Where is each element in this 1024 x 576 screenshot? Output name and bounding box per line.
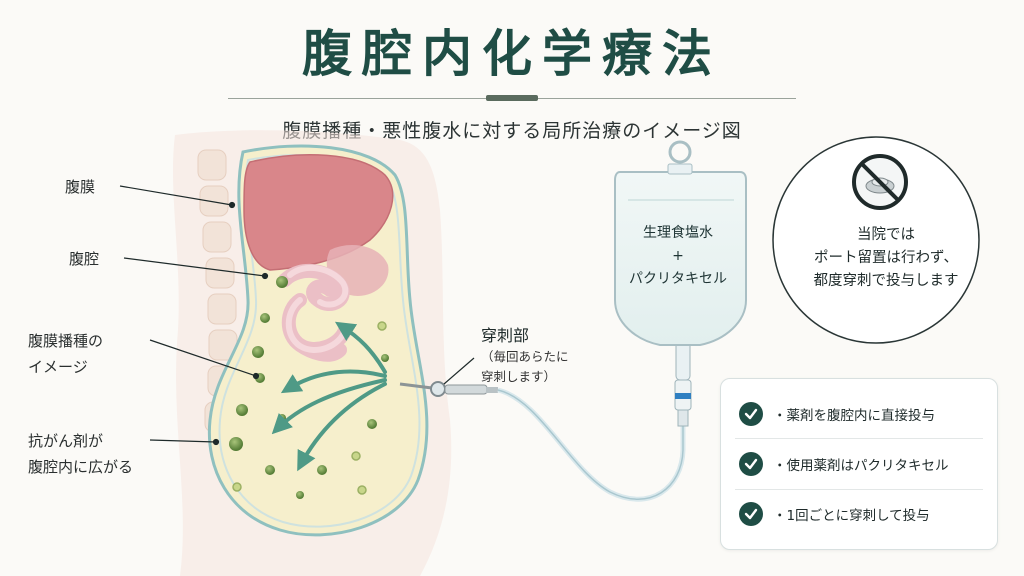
iv-bag-line3: パクリタキセル [629,271,727,287]
label-dissemination-line1: 腹膜播種の [28,332,104,350]
card-divider [735,438,983,439]
key-point-row: ・使用薬剤はパクリタキセル [721,439,997,489]
label-dissemination: 腹膜播種の イメージ [28,328,103,380]
iv-bag-line2: + [672,248,684,264]
no-port-circle [772,136,980,344]
spread-arrows [271,321,387,472]
no-port-line3: 都度穿刺で投与します [813,273,959,289]
key-point-text: ・薬剤を腹腔内に直接投与 [773,408,935,424]
iv-bag-label: 生理食塩水 + パクリタキセル [618,222,738,291]
puncture-note-line2: 穿刺します） [481,369,557,384]
check-icon [739,402,763,426]
puncture-leader [443,357,475,385]
label-dissemination-line2: イメージ [28,358,88,376]
no-port-text: 当院では ポート留置は行わず、 都度穿刺で投与します [781,224,991,293]
spiky-cells [232,321,387,495]
key-point-row: ・薬剤を腹腔内に直接投与 [721,389,997,439]
key-point-text: ・1回ごとに穿刺して投与 [773,508,930,524]
page-subtitle: 腹膜播種・悪性腹水に対する局所治療のイメージ図 [282,120,742,142]
label-cavity: 腹腔 [69,250,100,268]
iv-bag [614,140,747,346]
card-divider [735,489,983,490]
key-point-row: ・1回ごとに穿刺して投与 [721,489,997,539]
label-spread-line1: 抗がん剤が [28,432,104,450]
check-icon [739,452,763,476]
label-peritoneum: 腹膜 [65,178,96,196]
no-port-line1: 当院では [857,227,915,243]
puncture-note-line1: （毎回あらたに [481,349,569,364]
puncture-title: 穿刺部 [481,326,530,345]
label-spread: 抗がん剤が 腹腔内に広がる [28,428,133,480]
label-spread-line2: 腹腔内に広がる [28,458,134,476]
key-points-card: ・薬剤を腹腔内に直接投与 ・使用薬剤はパクリタキセル ・1回ごとに穿刺して投与 [720,378,998,550]
check-icon [739,502,763,526]
iv-bag-line1: 生理食塩水 [643,225,713,241]
key-point-text: ・使用薬剤はパクリタキセル [773,458,949,474]
puncture-note: （毎回あらたに 穿刺します） [481,347,569,387]
page-title: 腹腔内化学療法 [302,24,722,83]
no-port-line2: ポート留置は行わず、 [814,250,958,266]
no-port-icon [852,154,908,210]
title-divider-mark [486,95,538,101]
label-leaders [119,185,269,446]
needle [399,381,498,397]
